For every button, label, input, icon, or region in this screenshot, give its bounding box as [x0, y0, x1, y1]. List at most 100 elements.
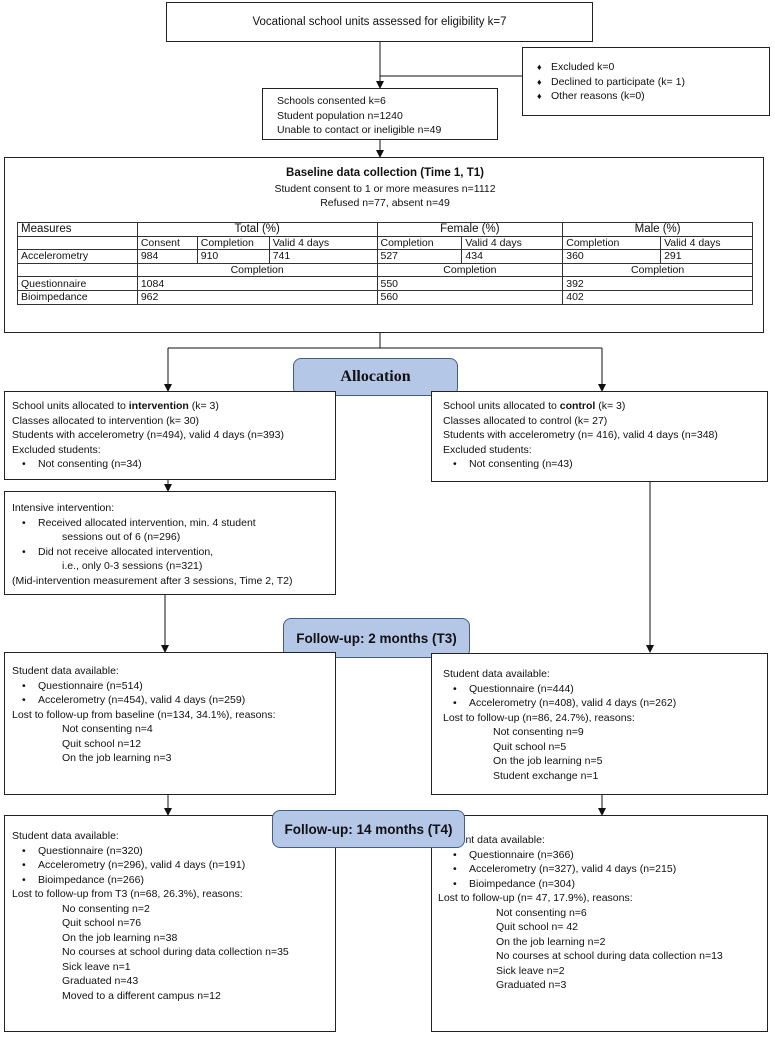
intervention-t4-box: Student data available: Questionnaire (n…: [4, 815, 336, 1032]
table-cell: 527: [376, 249, 463, 264]
table-cell: 1084: [136, 276, 378, 291]
eligibility-box: Vocational school units assessed for eli…: [166, 2, 593, 42]
header-female: Female (%): [376, 222, 564, 237]
int-t3-lost: Lost to follow-up from baseline (n=134, …: [12, 708, 276, 721]
baseline-title: Baseline data collection (Time 1, T1): [286, 167, 484, 179]
intervention-allocation-box: School units allocated to intervention (…: [4, 391, 336, 480]
int-t4-available: Student data available:: [12, 830, 119, 842]
table-cell: 550: [376, 276, 564, 291]
sub-consent: Consent: [136, 235, 198, 251]
ctl-t4-reason: On the job learning n=2: [496, 935, 606, 948]
table-cell: 560: [376, 289, 564, 305]
sub-valid: Valid 4 days: [268, 235, 378, 251]
table-header-row: Measures Total (%) Female (%) Male (%): [17, 222, 753, 237]
row-label: Questionnaire: [17, 276, 138, 291]
sub-completion: Completion: [376, 235, 463, 251]
table-completion-row: Completion Completion Completion: [17, 262, 753, 278]
ctl-t4-bioimpedance: Bioimpedance (n=304): [443, 877, 767, 892]
eligibility-text: Vocational school units assessed for eli…: [252, 16, 507, 28]
control-t3-box: Student data available: Questionnaire (n…: [431, 653, 768, 795]
control-classes: Classes allocated to control (k= 27): [443, 414, 608, 427]
table-cell: 392: [562, 276, 753, 291]
table-subheader-row: Consent Completion Valid 4 days Completi…: [17, 235, 753, 251]
control-word: control: [559, 400, 596, 412]
int-t3-accelerometry: Accelerometry (n=454), valid 4 days (n=2…: [12, 693, 335, 708]
completion-label: Completion: [376, 262, 564, 278]
intervention-units: School units allocated to intervention (…: [12, 400, 219, 412]
int-t4-bioimpedance: Bioimpedance (n=266): [12, 873, 335, 888]
sub-valid: Valid 4 days: [461, 235, 564, 251]
intervention-excluded-heading: Excluded students:: [12, 443, 101, 456]
mid-intervention-note: (Mid-intervention measurement after 3 se…: [12, 574, 293, 587]
intensive-intervention-box: Intensive intervention: Received allocat…: [4, 491, 336, 595]
table-cell: 434: [461, 249, 564, 264]
int-t3-questionnaire: Questionnaire (n=514): [12, 679, 335, 694]
int-t4-reason: Quit school n=76: [62, 917, 142, 929]
intervention-word: intervention: [128, 400, 189, 412]
ctl-t4-reason: Sick leave n=2: [496, 964, 565, 977]
ctl-t3-lost: Lost to follow-up (n=86, 24.7%), reasons…: [443, 711, 635, 724]
control-accelerometry: Students with accelerometry (n= 416), va…: [443, 429, 718, 441]
ctl-t3-accelerometry: Accelerometry (n=408), valid 4 days (n=2…: [443, 696, 767, 711]
control-units: School units allocated to control (k= 3): [443, 400, 626, 412]
sub-completion: Completion: [196, 235, 270, 251]
allocation-label: Allocation: [293, 358, 458, 396]
int-t4-reason: Sick leave n=1: [62, 960, 131, 973]
intervention-t3-box: Student data available: Questionnaire (n…: [4, 652, 336, 795]
ctl-t4-questionnaire: Questionnaire (n=366): [443, 848, 767, 863]
int-t4-reason: Moved to a different campus n=12: [62, 989, 221, 1002]
ctl-t4-accelerometry: Accelerometry (n=327), valid 4 days (n=2…: [443, 862, 767, 877]
baseline-refused-line: Refused n=77, absent n=49: [320, 197, 450, 209]
int-t4-reason: Graduated n=43: [62, 975, 139, 987]
sub-completion: Completion: [562, 235, 662, 251]
measures-table: Measures Total (%) Female (%) Male (%) C…: [17, 222, 753, 305]
unable-to-contact: Unable to contact or ineligible n=49: [277, 124, 442, 136]
baseline-consent-line: Student consent to 1 or more measures n=…: [274, 183, 496, 195]
ctl-t4-reason: Not consenting n=6: [496, 906, 587, 919]
ctl-t3-questionnaire: Questionnaire (n=444): [443, 682, 767, 697]
int-t3-reason: On the job learning n=3: [62, 752, 172, 764]
not-received-intervention-cont: i.e., only 0-3 sessions (n=321): [62, 560, 203, 572]
student-population: Student population n=1240: [277, 109, 403, 122]
baseline-box: Baseline data collection (Time 1, T1) St…: [4, 157, 764, 333]
intervention-classes: Classes allocated to intervention (k= 30…: [12, 414, 200, 427]
declined-item: Declined to participate (k= 1): [537, 75, 769, 90]
ctl-t4-reason: No courses at school during data collect…: [496, 950, 723, 962]
ctl-t3-available: Student data available:: [443, 668, 550, 680]
ctl-t3-reason: Quit school n=5: [493, 740, 567, 753]
table-row: Questionnaire 1084 550 392: [17, 276, 753, 291]
control-not-consenting: Not consenting (n=43): [443, 457, 767, 472]
int-t3-available: Student data available:: [12, 665, 119, 677]
int-t3-reason: Quit school n=12: [62, 737, 142, 750]
control-t4-box: Student data available: Questionnaire (n…: [431, 815, 768, 1032]
followup-14-months-text: Follow-up: 14 months (T4): [284, 821, 453, 837]
allocation-text: Allocation: [340, 368, 411, 385]
table-cell: 741: [268, 249, 378, 264]
int-t4-reason: On the job learning n=38: [62, 931, 178, 944]
received-intervention: Received allocated intervention, min. 4 …: [12, 516, 335, 531]
ctl-t4-lost: Lost to follow-up (n= 47, 17.9%), reason…: [438, 892, 633, 904]
table-cell: 962: [136, 289, 378, 305]
int-t4-reason: No courses at school during data collect…: [62, 946, 289, 958]
sub-valid: Valid 4 days: [660, 235, 753, 251]
ctl-t4-reason: Quit school n= 42: [496, 921, 579, 933]
other-reasons-item: Other reasons (k=0): [537, 89, 769, 104]
int-t4-reason: No consenting n=2: [62, 902, 150, 915]
int-t4-accelerometry: Accelerometry (n=296), valid 4 days (n=1…: [12, 858, 335, 873]
control-allocation-box: School units allocated to control (k= 3)…: [431, 391, 768, 482]
table-cell: 910: [196, 249, 270, 264]
ctl-t4-reason: Graduated n=3: [496, 979, 567, 991]
ctl-t3-reason: Not consenting n=9: [493, 726, 584, 738]
int-t4-questionnaire: Questionnaire (n=320): [12, 844, 335, 859]
ctl-t4-available: Student data available:: [438, 834, 545, 846]
excluded-item: Excluded k=0: [537, 60, 769, 75]
schools-consented: Schools consented k=6: [277, 95, 386, 107]
ctl-t3-reason: Student exchange n=1: [493, 769, 599, 782]
intervention-accelerometry: Students with accelerometry (n=494), val…: [12, 429, 284, 441]
followup-14-months-label: Follow-up: 14 months (T4): [272, 810, 465, 848]
followup-2-months-text: Follow-up: 2 months (T3): [296, 630, 457, 646]
table-row: Bioimpedance 962 560 402: [17, 289, 753, 305]
int-t4-lost: Lost to follow-up from T3 (n=68, 26.3%),…: [12, 888, 243, 900]
intervention-not-consenting: Not consenting (n=34): [12, 457, 335, 472]
header-total: Total (%): [136, 222, 378, 237]
